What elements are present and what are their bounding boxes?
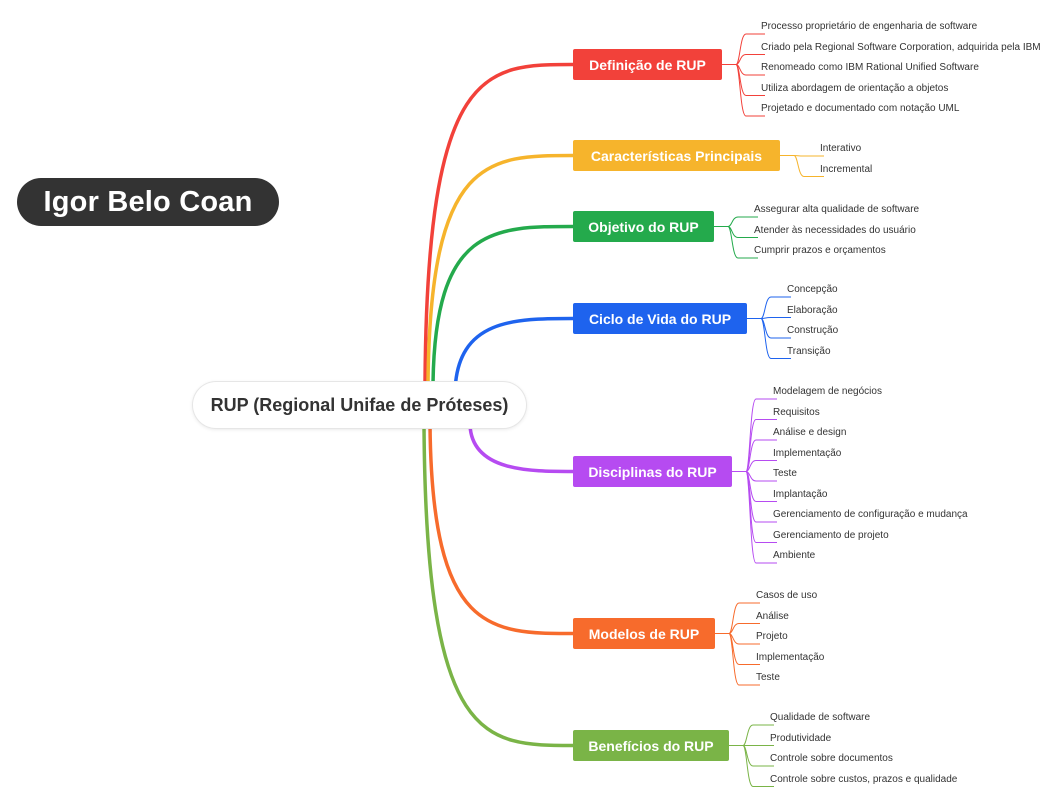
leaf-connector [780, 155, 824, 177]
subtopic-criado-pela-regional-software-corporation-adquirida-pela-ibm[interactable]: Criado pela Regional Software Corporatio… [761, 41, 1041, 53]
leaf-connector [715, 633, 760, 665]
branch-topic-disciplinas-do-rup[interactable]: Disciplinas do RUP [573, 456, 732, 487]
branch-connector-objetivo-do-rup [431, 224, 575, 386]
leaf-connector [715, 633, 760, 645]
leaf-connector [715, 602, 760, 634]
leaf-connector [732, 471, 777, 502]
subtopic-interativo[interactable]: Interativo [820, 143, 862, 154]
leaf-connector [732, 471, 777, 482]
subtopic-implantacao[interactable]: Implantação [773, 488, 828, 500]
subtopic-utiliza-abordagem-de-orientacao-a-objetos[interactable]: Utiliza abordagem de orientação a objeto… [761, 82, 949, 94]
branch-connector-ciclo-de-vida-do-rup [453, 316, 575, 394]
subtopic-incremental[interactable]: Incremental [820, 163, 873, 175]
branch-topic-caracteristicas-principais[interactable]: Características Principais [573, 140, 780, 171]
subtopic-modelagem-de-negocios[interactable]: Modelagem de negócios [773, 386, 882, 397]
leaf-connector [729, 745, 774, 787]
subtopic-projetado-e-documentado-com-notacao-uml[interactable]: Projetado e documentado com notação UML [761, 103, 960, 114]
subtopic-assegurar-alta-qualidade-de-software[interactable]: Assegurar alta qualidade de software [754, 204, 920, 215]
subtopic-implementacao[interactable]: Implementação [773, 447, 842, 459]
subtopic-casos-de-uso[interactable]: Casos de uso [756, 590, 818, 601]
leaf-connector [732, 460, 777, 472]
subtopic-gerenciamento-de-configuracao-e-mudanca[interactable]: Gerenciamento de configuração e mudança [773, 509, 968, 520]
leaf-connector [747, 318, 791, 359]
subtopic-renomeado-como-ibm-rational-unified-software[interactable]: Renomeado como IBM Rational Unified Soft… [761, 62, 979, 73]
author-badge: Igor Belo Coan [17, 178, 279, 226]
subtopic-controle-sobre-custos-prazos-e-qualidade[interactable]: Controle sobre custos, prazos e qualidad… [770, 773, 958, 785]
subtopic-requisitos[interactable]: Requisitos [773, 406, 820, 418]
subtopic-projeto[interactable]: Projeto [756, 631, 788, 642]
subtopic-teste[interactable]: Teste [756, 672, 780, 683]
subtopic-teste[interactable]: Teste [773, 468, 797, 479]
leaf-connector [729, 745, 774, 767]
leaf-connector [722, 54, 765, 65]
branch-topic-modelos-de-rup[interactable]: Modelos de RUP [573, 618, 715, 649]
branch-topic-definicao-de-rup[interactable]: Definição de RUP [573, 49, 722, 80]
leaf-connector [715, 633, 760, 686]
branch-connector-caracteristicas-principais [426, 153, 575, 386]
subtopic-concepcao[interactable]: Concepção [787, 284, 838, 295]
branch-connector-modelos-de-rup [428, 423, 575, 636]
subtopic-gerenciamento-de-projeto[interactable]: Gerenciamento de projeto [773, 529, 889, 541]
branch-connector-definicao-de-rup [423, 62, 575, 386]
leaf-connector [714, 216, 758, 227]
leaf-connector [732, 419, 777, 472]
leaf-connector [747, 296, 791, 319]
leaf-connector [722, 64, 765, 117]
subtopic-analise[interactable]: Análise [756, 610, 789, 622]
subtopic-ambiente[interactable]: Ambiente [773, 550, 816, 561]
leaf-connector [722, 33, 765, 65]
subtopic-controle-sobre-documentos[interactable]: Controle sobre documentos [770, 753, 893, 764]
leaf-connector [732, 471, 777, 543]
branch-topic-ciclo-de-vida-do-rup[interactable]: Ciclo de Vida do RUP [573, 303, 747, 334]
subtopic-transicao[interactable]: Transição [787, 345, 831, 357]
leaf-connector [715, 623, 760, 634]
leaf-connector [714, 226, 758, 259]
subtopic-elaboracao[interactable]: Elaboração [787, 304, 838, 316]
leaf-connector [714, 226, 758, 238]
leaf-connector [732, 439, 777, 472]
branch-connector-disciplinas-do-rup [468, 423, 575, 474]
branch-topic-objetivo-do-rup[interactable]: Objetivo do RUP [573, 211, 714, 242]
subtopic-construcao[interactable]: Construção [787, 325, 839, 336]
leaf-connector [722, 64, 765, 76]
subtopic-implementacao[interactable]: Implementação [756, 651, 825, 663]
subtopic-atender-as-necessidades-do-usuario[interactable]: Atender às necessidades do usuário [754, 224, 916, 236]
leaf-connector [747, 318, 791, 339]
subtopic-processo-proprietario-de-engenharia-de-software[interactable]: Processo proprietário de engenharia de s… [761, 21, 978, 32]
leaf-connector [729, 724, 774, 746]
subtopic-cumprir-prazos-e-orcamentos[interactable]: Cumprir prazos e orçamentos [754, 245, 886, 256]
leaf-connector [722, 64, 765, 96]
root-topic[interactable]: RUP (Regional Unifae de Próteses) [193, 382, 526, 428]
subtopic-produtividade[interactable]: Produtividade [770, 732, 832, 744]
subtopic-analise-e-design[interactable]: Análise e design [773, 427, 847, 438]
branch-connector-beneficios-do-rup [422, 423, 575, 748]
branch-topic-beneficios-do-rup[interactable]: Benefícios do RUP [573, 730, 729, 761]
leaf-connector [732, 471, 777, 564]
leaf-connector [732, 471, 777, 523]
subtopic-qualidade-de-software[interactable]: Qualidade de software [770, 712, 871, 723]
